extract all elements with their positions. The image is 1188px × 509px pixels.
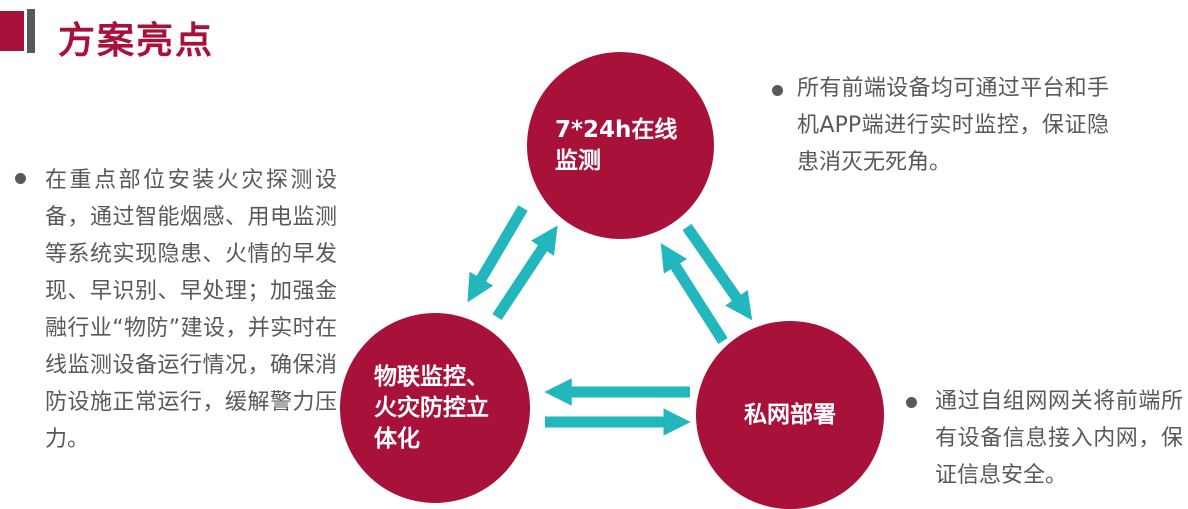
node-online-monitoring: 7*24h在线监测	[527, 52, 714, 239]
bullet-text-top-right: 所有前端设备均可通过平台和手机APP端进行实时监控，保证隐患消灭无死角。	[797, 76, 1109, 175]
title-accent-bar-gray	[27, 9, 35, 53]
bullet-icon	[906, 397, 917, 408]
node-label: 7*24h在线监测	[555, 116, 678, 174]
node-iot-fire-prevention: 物联监控、火灾防控立体化	[340, 313, 530, 503]
arrow-bottomright-to-top-icon	[660, 243, 728, 344]
bullet-icon	[772, 85, 783, 96]
bullet-text-left: 在重点部位安装火灾探测设备，通过智能烟感、用电监测等系统实现隐患、火情的早发现、…	[45, 168, 337, 452]
bullet-text-bottom-right: 通过自组网网关将前端所有设备信息接入内网，保证信息安全。	[935, 389, 1183, 488]
bullet-icon	[15, 173, 26, 184]
arrow-top-to-bottomleft-icon	[467, 205, 528, 303]
node-label: 私网部署	[744, 401, 836, 428]
title-accent-bar-red	[0, 11, 24, 51]
node-label: 物联监控、火灾防控立体化	[374, 363, 489, 452]
arrow-top-to-bottomright-icon	[682, 223, 753, 321]
arrow-bottomleft-to-top-icon	[492, 225, 558, 321]
page-title: 方案亮点	[58, 19, 214, 62]
node-private-network: 私网部署	[696, 321, 884, 509]
